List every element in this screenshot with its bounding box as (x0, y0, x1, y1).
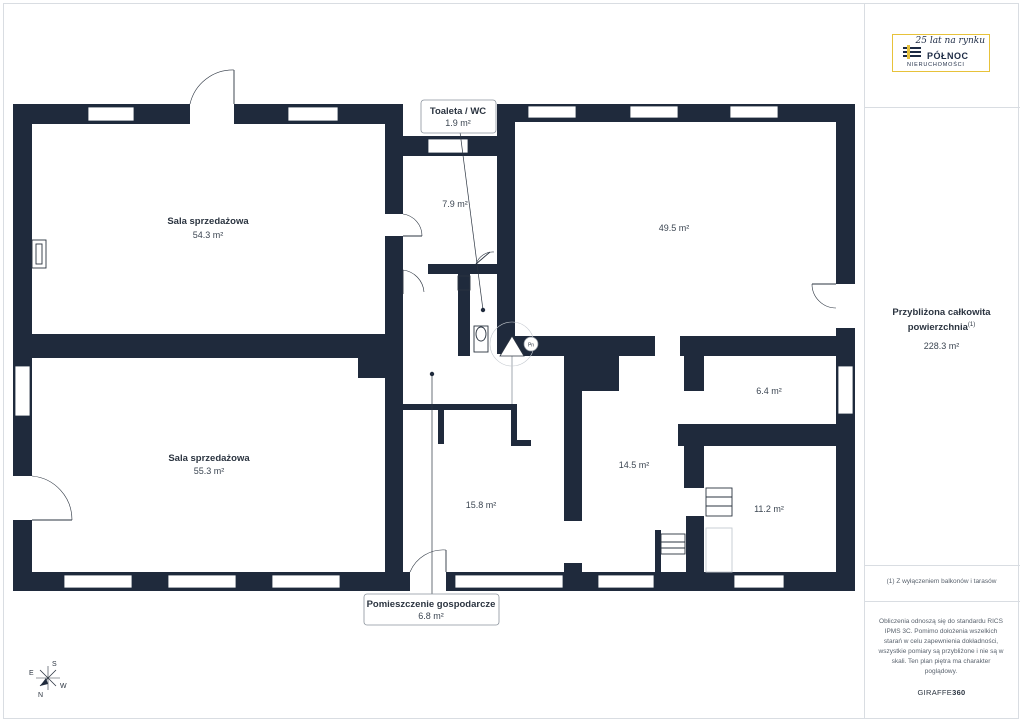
room-area-6: 14.5 m² (619, 460, 650, 470)
brand-suffix: 360 (952, 688, 966, 697)
utility-name: Pomieszczenie gospodarcze (367, 599, 496, 610)
compass-s: S (52, 661, 57, 668)
footnote-mark: (1) (967, 322, 976, 328)
sidebar-divider (865, 601, 1020, 602)
agency-logo: 25 lat na rynku PÓŁNOC NIERUCHOMOŚCI (892, 34, 990, 72)
sidebar (864, 3, 1020, 719)
utility-callout: Pomieszczenie gospodarcze 6.8 m² (363, 371, 500, 626)
footnote: (1) Z wyłączeniem balkonów i tarasów (886, 578, 997, 585)
room-area-3: 7.9 m² (442, 199, 468, 209)
utility-area: 6.8 m² (418, 611, 444, 621)
room-area-8: 11.2 m² (754, 504, 784, 514)
room-area-1: 54.3 m² (193, 230, 224, 240)
total-area-block: Przybliżona całkowita powierzchnia(1) 22… (864, 306, 1019, 351)
entrance-marker: Pn (489, 321, 539, 404)
brand-prefix: GIRAFFE (917, 688, 953, 697)
compass-e: E (29, 670, 34, 677)
building-icon (903, 45, 921, 59)
disclaimer: Obliczenia odnoszą się do standardu RICS… (878, 618, 1004, 675)
toilet-callout: Toaleta / WC 1.9 m² (420, 99, 497, 313)
total-area-label: Przybliżona całkowita powierzchnia(1) (892, 307, 991, 334)
toilet-area: 1.9 m² (445, 118, 471, 128)
sidebar-divider (865, 565, 1020, 566)
windows (14, 105, 854, 589)
brand-mark: GIRAFFE360 (864, 688, 1019, 697)
sidebar-divider (865, 107, 1020, 108)
walls (13, 104, 855, 591)
toilet-name: Toaleta / WC (430, 106, 486, 117)
room-area-2: 55.3 m² (194, 466, 225, 476)
room-name-2: Sala sprzedażowa (168, 453, 250, 464)
total-area-value: 228.3 m² (923, 341, 960, 352)
logo-subtitle: NIERUCHOMOŚCI (907, 62, 965, 68)
floor-plan: Pn Sala sprzedażowa 54.3 m² Sala sprzeda… (13, 69, 855, 699)
doors (13, 69, 855, 591)
compass: S E W N (29, 661, 67, 699)
room-name-1: Sala sprzedażowa (167, 216, 249, 227)
logo-name: PÓŁNOC (927, 51, 969, 61)
room-area-7: 15.8 m² (466, 500, 497, 510)
room-area-5: 6.4 m² (756, 386, 782, 396)
room-area-4: 49.5 m² (659, 223, 690, 233)
compass-w: W (60, 683, 67, 690)
logo-tagline: 25 lat na rynku (915, 36, 986, 46)
page-frame (3, 3, 1019, 719)
marker-label: Pn (528, 343, 534, 349)
compass-n: N (38, 692, 43, 699)
